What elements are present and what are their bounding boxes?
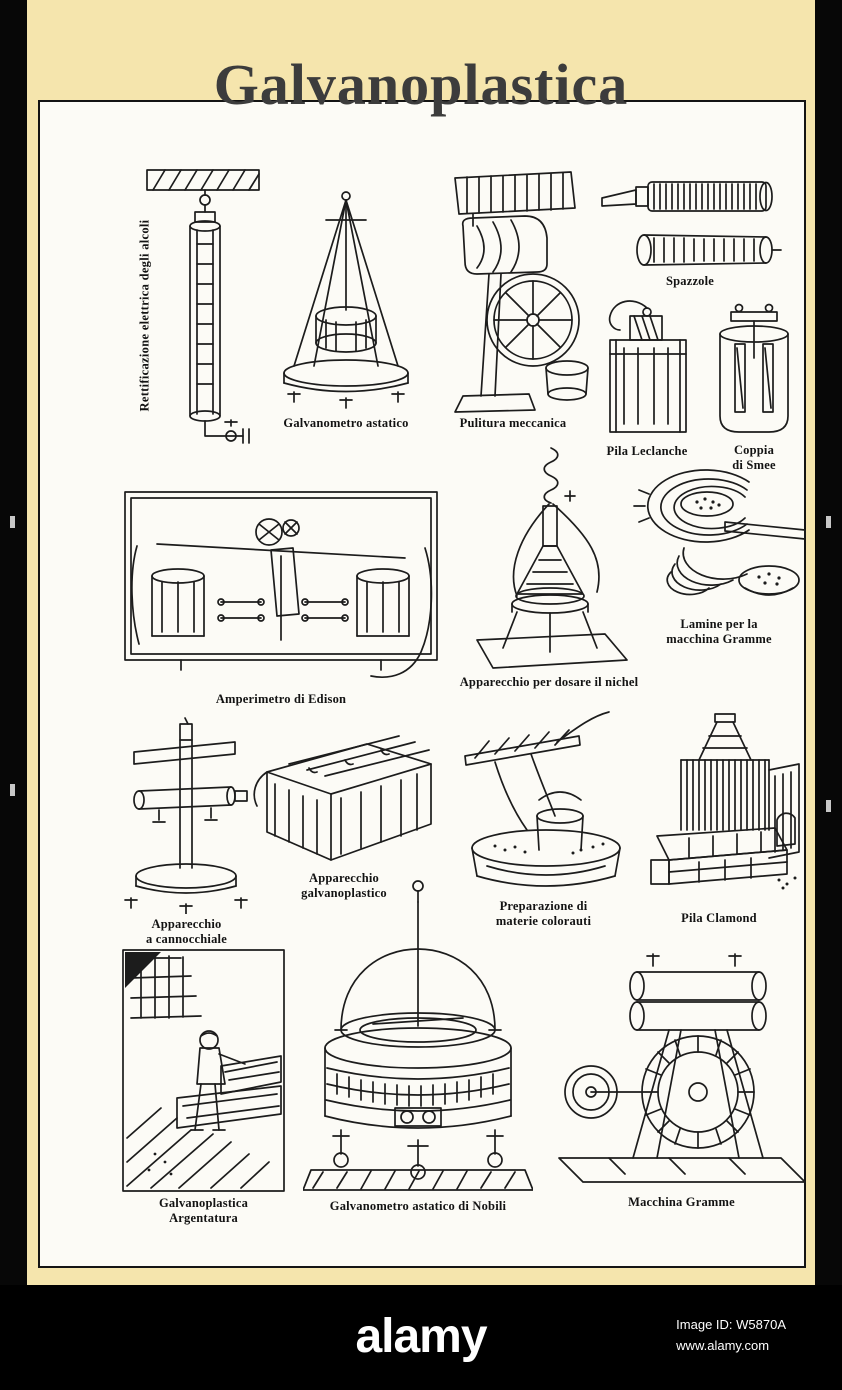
galvanometro-astatico-illustration	[282, 191, 409, 409]
apparecchio-cannocchiale-illustration	[124, 717, 248, 914]
figure-caption: Apparecchio galvanoplastico	[301, 871, 387, 900]
figure-apparecchio-nichel: Apparecchio per dosare il nichel	[458, 444, 640, 690]
right-watermark-bar	[815, 0, 842, 1390]
engraving-plate	[38, 100, 806, 1268]
watermark-mark	[10, 516, 15, 528]
coppia-di-smee-illustration	[719, 303, 789, 433]
image-id: Image ID: W5870A	[676, 1317, 786, 1332]
figure-coppia-di-smee: Coppia di Smee	[708, 298, 800, 473]
figure-pila-leclanche: Pila Leclanche	[588, 296, 706, 459]
figure-galvanometro-nobili: Galvanometro astatico di Nobili	[302, 878, 534, 1214]
pulitura-meccanica-illustration	[454, 171, 589, 413]
figure-caption: Macchina Gramme	[628, 1195, 735, 1209]
figure-caption: Lamine per la macchina Gramme	[666, 617, 772, 646]
figure-apparecchio-galvanoplastico: Apparecchio galvanoplastico	[248, 728, 440, 901]
watermark-footer: alamy Image ID: W5870A www.alamy.com	[0, 1285, 842, 1390]
figure-caption: Pulitura meccanica	[459, 416, 567, 430]
page-title: Galvanoplastica	[213, 51, 629, 117]
figure-apparecchio-cannocchiale: Apparecchio a cannocchiale	[118, 716, 255, 947]
figure-macchina-gramme: Macchina Gramme	[548, 944, 815, 1210]
figure-preparazione-materie: Preparazione di materie colorauti	[460, 708, 627, 929]
figure-caption: Galvanometro astatico di Nobili	[329, 1199, 507, 1213]
watermark-mark	[826, 800, 831, 812]
figure-caption: Pila Clamond	[681, 911, 757, 925]
apparecchio-nichel-illustration	[476, 447, 628, 669]
footer-info: Image ID: W5870A www.alamy.com	[676, 1315, 786, 1357]
watermark-mark	[10, 784, 15, 796]
left-watermark-bar	[0, 0, 27, 1390]
figure-spazzole: Spazzole	[596, 176, 784, 289]
figure-pulitura-meccanica: Pulitura meccanica	[432, 168, 594, 431]
galvanoplastica-argentatura-illustration	[122, 949, 285, 1192]
figure-caption: Pila Leclanche	[606, 444, 688, 458]
figure-caption: Spazzole	[665, 274, 715, 288]
rettificazione-illustration	[146, 169, 260, 444]
figure-galvanometro-astatico: Galvanometro astatico	[272, 188, 420, 431]
figure-caption: Coppia di Smee	[732, 443, 776, 472]
amperimetro-di-edison-illustration	[124, 491, 438, 678]
pila-leclanche-illustration	[608, 300, 687, 433]
figure-caption: Apparecchio per dosare il nichel	[459, 675, 639, 689]
figure-caption: Rettificazione elettrica degli alcoli	[137, 219, 152, 412]
pila-clamond-illustration	[650, 713, 800, 890]
figure-caption: Amperimetro di Edison	[215, 692, 347, 706]
macchina-gramme-illustration	[558, 953, 806, 1183]
preparazione-materie-illustration	[464, 711, 621, 887]
website-url: www.alamy.com	[676, 1337, 770, 1353]
figure-lamine-gramme: Lamine per la macchina Gramme	[628, 464, 810, 647]
figure-rettificazione: Rettificazione elettrica degli alcoli	[100, 164, 275, 489]
spazzole-illustration	[600, 181, 782, 266]
figure-amperimetro-di-edison: Amperimetro di Edison	[120, 484, 442, 707]
watermark-mark	[826, 516, 831, 528]
alamy-logo: alamy	[355, 1310, 487, 1363]
figure-caption: Galvanoplastica Argentatura	[158, 1196, 249, 1225]
apparecchio-galvanoplastico-illustration	[253, 735, 432, 861]
figure-galvanoplastica-argentatura: Galvanoplastica Argentatura	[120, 948, 287, 1226]
figure-pila-clamond: Pila Clamond	[628, 712, 810, 926]
galvanometro-nobili-illustration	[303, 880, 533, 1191]
lamine-gramme-illustration	[633, 469, 806, 596]
figure-caption: Galvanometro astatico	[283, 416, 409, 430]
figure-caption: Apparecchio a cannocchiale	[146, 917, 227, 946]
figure-caption: Preparazione di materie colorauti	[495, 899, 592, 928]
